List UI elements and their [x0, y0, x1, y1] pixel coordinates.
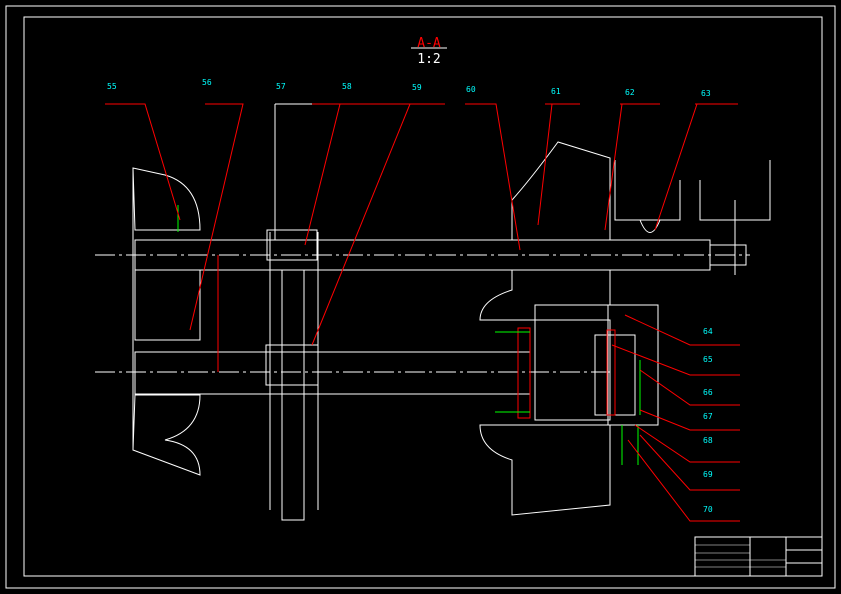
- label-56: 56: [202, 78, 212, 87]
- lower-shaft: [95, 351, 610, 395]
- gear-plate: [265, 229, 319, 521]
- label-66: 66: [703, 388, 713, 397]
- label-59: 59: [412, 83, 422, 92]
- top-leaders: [105, 103, 738, 346]
- top-brackets: [614, 160, 771, 275]
- upper-shaft: [95, 239, 750, 271]
- label-63: 63: [701, 89, 711, 98]
- label-60: 60: [466, 85, 476, 94]
- left-housing: [132, 167, 201, 476]
- fasteners: [177, 205, 641, 465]
- inner-border: [23, 16, 823, 577]
- label-70: 70: [703, 505, 713, 514]
- right-housing: [479, 141, 611, 516]
- bearing-assembly: [517, 304, 659, 426]
- label-57: 57: [276, 82, 286, 91]
- label-67: 67: [703, 412, 713, 421]
- label-61: 61: [551, 87, 561, 96]
- label-58: 58: [342, 82, 352, 91]
- label-62: 62: [625, 88, 635, 97]
- label-64: 64: [703, 327, 713, 336]
- right-leaders: [611, 314, 740, 522]
- outer-border: [5, 5, 836, 589]
- section-scale: 1:2: [417, 52, 440, 67]
- label-55: 55: [107, 82, 117, 91]
- title-block: [694, 536, 823, 577]
- label-68: 68: [703, 436, 713, 445]
- label-69: 69: [703, 470, 713, 479]
- section-title: A-A: [417, 36, 441, 51]
- label-65: 65: [703, 355, 713, 364]
